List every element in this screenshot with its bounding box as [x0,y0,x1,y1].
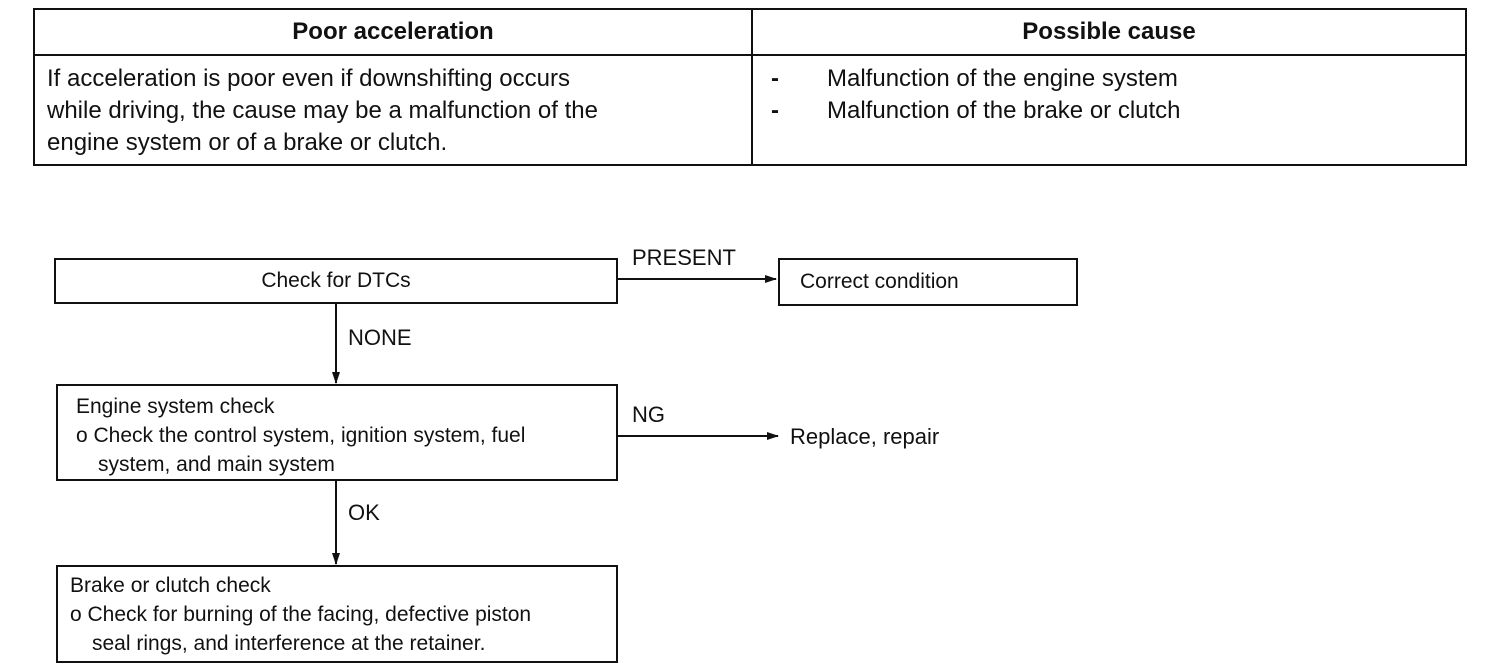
table-header-divider [35,54,1465,56]
dash-bullet: - [771,97,779,124]
symptom-description: If acceleration is poor even if downshif… [47,63,737,159]
brake-clutch-check-box: Brake or clutch check o Check for burnin… [56,565,618,663]
check-dtc-box: Check for DTCs [54,258,618,304]
present-label: PRESENT [632,245,736,270]
cause-header: Possible cause [1022,18,1196,45]
cause-text: Malfunction of the engine system [827,65,1178,92]
cause-item: - Malfunction of the engine system [765,63,1181,95]
brake-check-line: seal rings, and interference at the reta… [92,632,486,655]
replace-repair-text: Replace, repair [790,424,940,449]
table-column-divider [751,10,753,164]
symptom-header: Poor acceleration [292,18,494,45]
check-dtc-text: Check for DTCs [261,269,411,292]
cause-text: Malfunction of the brake or clutch [827,97,1181,124]
engine-system-check-box: Engine system check o Check the control … [56,384,618,481]
none-label: NONE [348,325,412,350]
engine-check-title: Engine system check [76,395,275,418]
symptom-line: engine system or of a brake or clutch. [47,129,448,156]
cause-item: - Malfunction of the brake or clutch [765,95,1181,127]
cause-list: - Malfunction of the engine system - Mal… [765,63,1181,127]
engine-check-line: o Check the control system, ignition sys… [76,424,526,447]
symptom-line: while driving, the cause may be a malfun… [47,97,598,124]
brake-check-line: o Check for burning of the facing, defec… [70,603,532,626]
symptom-line: If acceleration is poor even if downshif… [47,65,570,92]
ok-label: OK [348,500,380,525]
correct-condition-box: Correct condition [778,258,1078,306]
brake-check-title: Brake or clutch check [70,574,271,597]
engine-check-line: system, and main system [98,453,335,476]
correct-condition-text: Correct condition [800,270,959,293]
symptom-table: Poor acceleration Possible cause If acce… [33,8,1467,166]
dash-bullet: - [771,65,779,92]
ng-label: NG [632,402,665,427]
